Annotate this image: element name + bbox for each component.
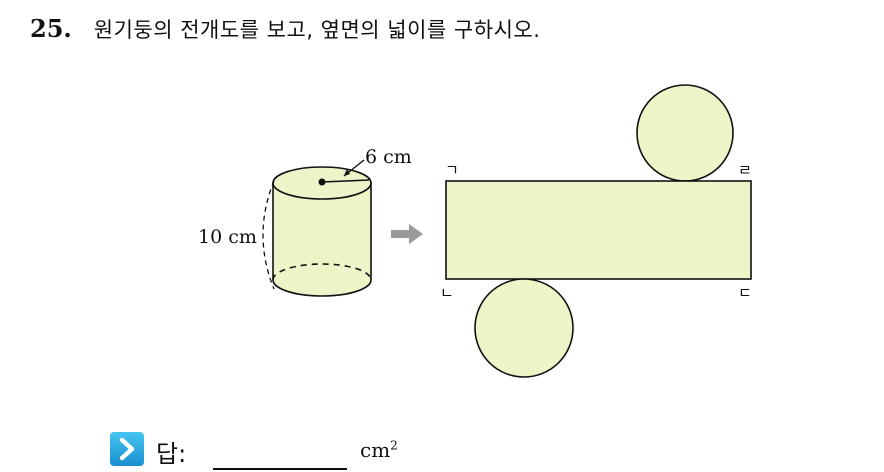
cylinder-bottom-hidden-edge bbox=[272, 263, 372, 281]
vertex-label-1: ㄱ bbox=[445, 161, 459, 179]
answer-unit: cm2 bbox=[360, 438, 398, 462]
answer-blank[interactable] bbox=[213, 468, 347, 470]
height-label: 10 cm bbox=[198, 226, 257, 248]
answer-label: 답: bbox=[156, 440, 187, 468]
chevron-right-icon bbox=[110, 432, 144, 466]
radius-pointer-head bbox=[344, 169, 350, 176]
center-dot bbox=[318, 178, 326, 186]
arrow-icon bbox=[391, 224, 423, 244]
vertex-label-4: ㄹ bbox=[738, 161, 752, 179]
cylinder-body bbox=[272, 182, 372, 297]
net-top-circle bbox=[636, 84, 734, 182]
radius-label: 6 cm bbox=[365, 146, 412, 168]
net-lateral-rectangle bbox=[445, 180, 752, 280]
cylinder-net bbox=[445, 84, 752, 378]
question-text: 원기둥의 전개도를 보고, 옆면의 넓이를 구하시오. bbox=[93, 18, 541, 42]
question: 25. 원기둥의 전개도를 보고, 옆면의 넓이를 구하시오. bbox=[30, 14, 540, 44]
vertex-label-2: ㄴ bbox=[440, 284, 454, 302]
cylinder bbox=[272, 166, 372, 297]
vertex-label-3: ㄷ bbox=[738, 284, 752, 302]
question-number: 25. bbox=[30, 14, 72, 43]
radius-line bbox=[321, 179, 370, 183]
height-dashed-arc bbox=[262, 180, 275, 290]
net-bottom-circle bbox=[474, 278, 574, 378]
